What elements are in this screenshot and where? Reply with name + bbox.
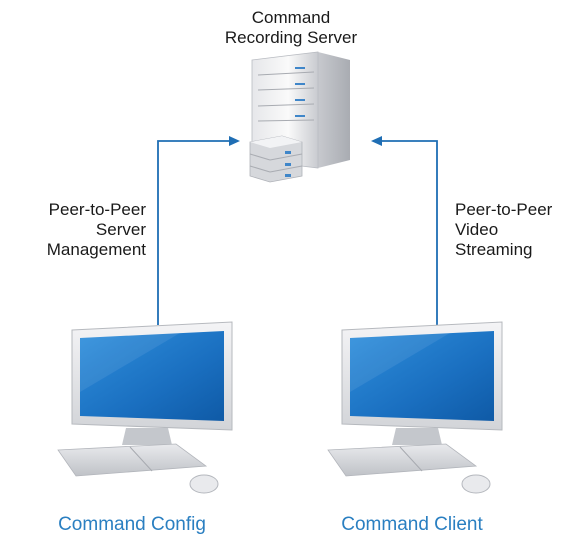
left-connection-line2: Server (95, 220, 146, 239)
left-arrow (157, 136, 240, 325)
client-caption-client: Command Client (341, 514, 483, 535)
disk-stack-icon (249, 135, 303, 183)
client-caption-config: Command Config (58, 514, 206, 535)
server-label: Command Recording Server (191, 8, 391, 48)
server-tower-icon (249, 51, 350, 183)
right-connection-line2: Video (455, 220, 499, 239)
desktop-computer-icon (327, 321, 503, 494)
right-arrow (371, 136, 438, 325)
left-connection-label: Peer-to-Peer Server Management (0, 200, 146, 260)
right-connection-line3: Streaming (455, 240, 533, 259)
server-label-line1: Command (251, 8, 331, 27)
server-label-line2: Recording Server (224, 28, 358, 47)
left-connection-line1: Peer-to-Peer (48, 200, 146, 219)
right-connection-label: Peer-to-Peer Video Streaming (455, 200, 582, 260)
left-connection-line3: Management (46, 240, 146, 259)
right-connection-line1: Peer-to-Peer (455, 200, 553, 219)
desktop-computer-icon (57, 321, 233, 494)
